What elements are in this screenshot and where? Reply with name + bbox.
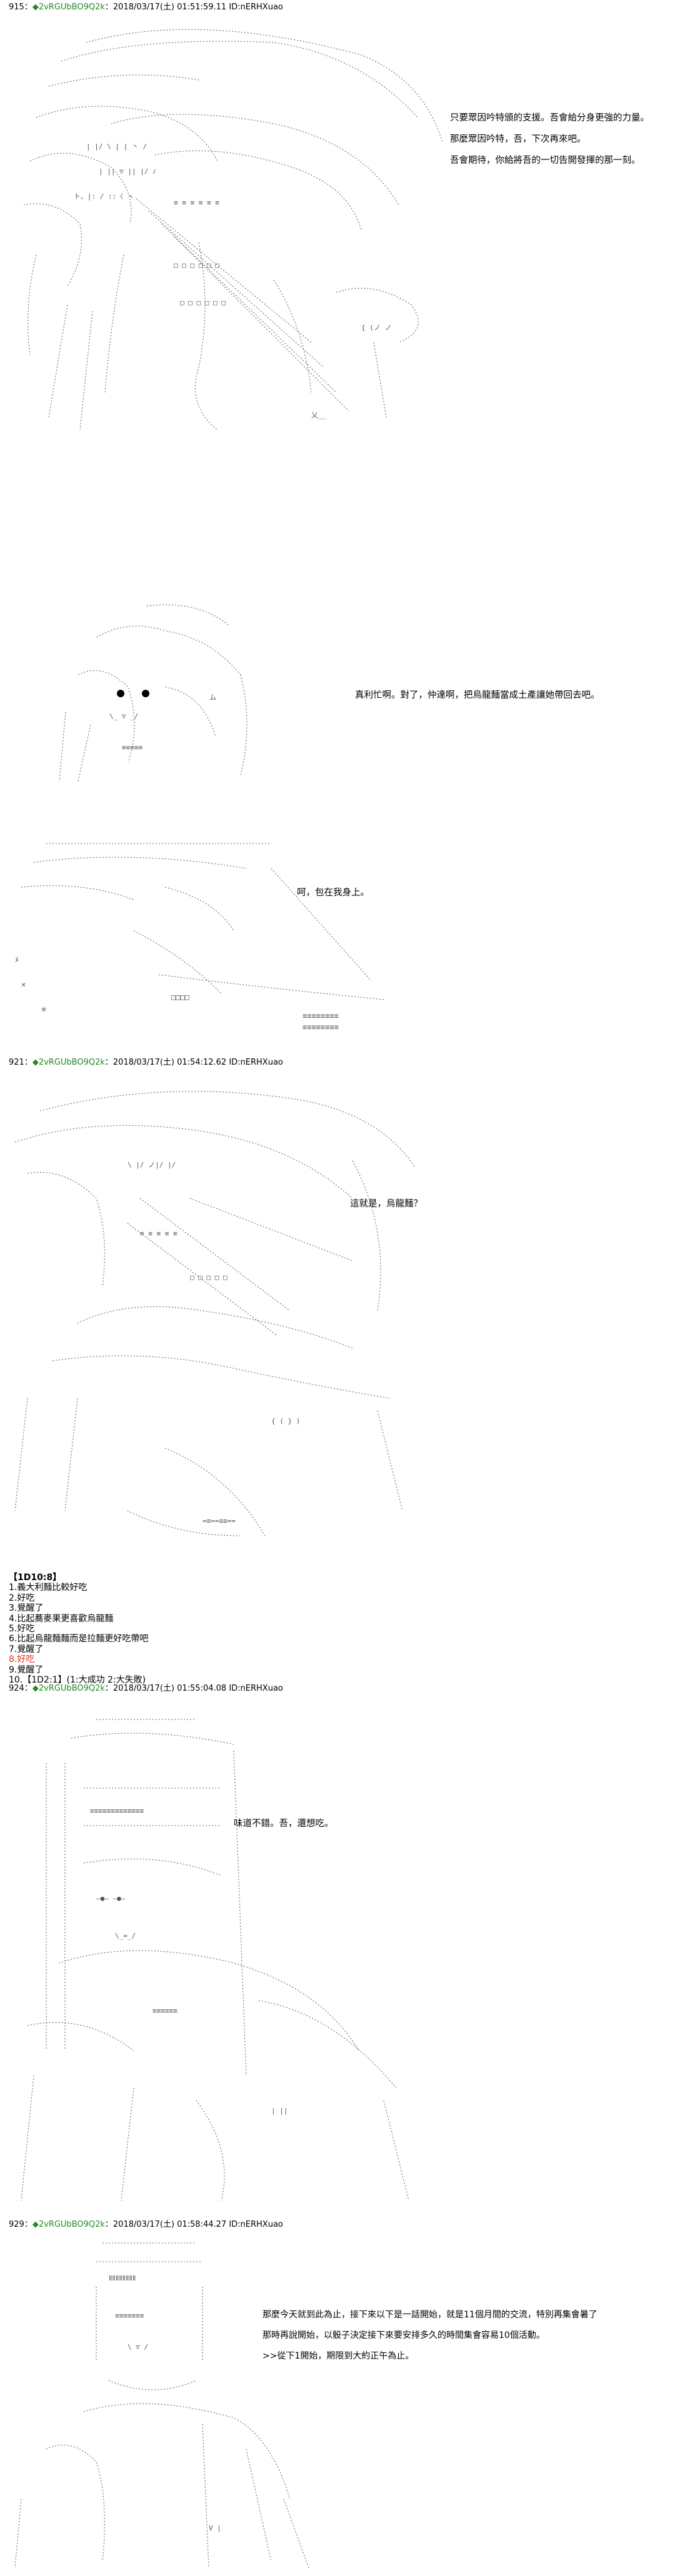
poster-id[interactable]: ID:nERHXuao xyxy=(229,1058,283,1067)
post-header: 915：◆2vRGUbBO9Q2k：2018/03/17(土) 01:51:59… xyxy=(9,2,283,13)
dialogue-line: 這就是，烏龍麵？ xyxy=(350,1199,422,1209)
poll-item: 9.覺醒了 xyxy=(9,1664,44,1675)
post-number: 921： xyxy=(9,1058,32,1067)
poll-item: 5.好吃 xyxy=(9,1624,35,1634)
poster-id[interactable]: ID:nERHXuao xyxy=(229,1684,283,1693)
svg-text:V |: V | xyxy=(209,2524,221,2532)
dice-poll: 【1D10:8】 1.義大利麵比較好吃 2.好吃 3.覺醒了 4.比起蕎麥果更喜… xyxy=(9,1573,148,1685)
post-datetime: 2018/03/17(土) 01:55:04.08 xyxy=(112,1684,227,1693)
dialogue-block: 真利忙啊。對了，仲達啊，把烏龍麵當成土產讓她帶回去吧。 xyxy=(355,685,600,706)
ascii-art-figure-6: ⅡⅡⅡⅡⅡⅡⅡⅡ ≡≡≡≡≡≡≡ \ ▽ / V | xyxy=(9,2237,346,2574)
svg-text:\ ▽ /: \ ▽ / xyxy=(128,2343,148,2351)
svg-text:＊: ＊ xyxy=(40,1005,48,1014)
svg-text:{ (ノ ノ: { (ノ ノ xyxy=(361,324,392,332)
post-number: 929： xyxy=(9,2220,32,2229)
ascii-art-figure-3: ﾒ × ＊ □□□□ ≡≡≡≡≡≡≡≡ ≡≡≡≡≡≡≡≡ xyxy=(9,831,384,1037)
svg-text:=≡==≡≡==: =≡==≡≡== xyxy=(202,1517,236,1525)
poll-item: 4.比起蕎麥果更喜歡烏龍麵 xyxy=(9,1613,114,1624)
svg-text:□ □ □ □ □: □ □ □ □ □ xyxy=(190,1273,228,1281)
eye-dot xyxy=(142,690,149,697)
ascii-art-figure-2: \_ ▽ _/ ≡≡≡≡≡ ム xyxy=(53,600,266,787)
ascii-art-figure-1: | |/ \ | | 丶 / | || ▽ || |/ ﾉ ト、|: / ::〈… xyxy=(11,17,449,436)
poster-name[interactable]: ◆2vRGUbBO9Q2k xyxy=(32,1058,105,1067)
post-header: 924：◆2vRGUbBO9Q2k：2018/03/17(土) 01:55:04… xyxy=(9,1683,283,1694)
svg-text:\_ ▽ _/: \_ ▽ _/ xyxy=(109,712,138,720)
svg-text:ⅡⅡⅡⅡⅡⅡⅡⅡ: ⅡⅡⅡⅡⅡⅡⅡⅡ xyxy=(109,2274,136,2282)
post-number: 924： xyxy=(9,1684,32,1693)
post-datetime: 2018/03/17(土) 01:58:44.27 xyxy=(112,2220,227,2229)
dialogue-line: >>從下1開始，期限到大約正午為止。 xyxy=(262,2351,414,2361)
svg-text:| ||: | || xyxy=(271,2107,288,2115)
svg-text:\ |/ ノ|/ |/: \ |/ ノ|/ |/ xyxy=(128,1161,176,1169)
dialogue-block: 呵，包在我身上。 xyxy=(297,882,369,903)
poster-name[interactable]: ◆2vRGUbBO9Q2k xyxy=(32,1684,105,1693)
dialogue-block: 味道不錯。吾，還想吃。 xyxy=(234,1813,334,1834)
poll-item: 6.比起烏龍麵麵而是拉麵更好吃帶吧 xyxy=(9,1634,149,1644)
poll-title: 【1D10:8】 xyxy=(9,1573,62,1583)
ascii-art-figure-5: ≡≡≡≡≡≡≡≡≡≡≡≡≡ ―●― ―●― \_=_/ ≡≡≡≡≡≡ | || xyxy=(9,1701,434,2213)
eye-dot xyxy=(117,690,124,697)
svg-text:≡ ≡ ≡ ≡ ≡: ≡ ≡ ≡ ≡ ≡ xyxy=(140,1230,178,1238)
svg-text:≡≡≡≡≡≡≡≡≡≡≡≡≡: ≡≡≡≡≡≡≡≡≡≡≡≡≡ xyxy=(90,1807,144,1815)
svg-text:□ □ □ □ □ □: □ □ □ □ □ □ xyxy=(180,299,226,307)
svg-text:| || ▽ || |/ ﾉ: | || ▽ || |/ ﾉ xyxy=(99,167,156,176)
poster-id[interactable]: ID:nERHXuao xyxy=(229,2220,283,2229)
header-separator: ： xyxy=(104,1684,113,1693)
header-separator: ： xyxy=(104,2,113,12)
poll-item: 1.義大利麵比較好吃 xyxy=(9,1583,88,1593)
poster-id[interactable]: ID:nERHXuao xyxy=(229,2,283,12)
dialogue-block: 那麼今天就到此為止，接下來以下是一話開始，就是11個月間的交流，特別再集會暑了 … xyxy=(262,2305,598,2367)
poll-item-selected: 8.好吃 xyxy=(9,1654,35,1665)
post-datetime: 2018/03/17(土) 01:51:59.11 xyxy=(112,2,227,12)
poll-item: 10.【1D2:1】(1:大成功 2:大失敗) xyxy=(9,1675,146,1686)
svg-text:乂__: 乂__ xyxy=(311,411,327,419)
post-header: 929：◆2vRGUbBO9Q2k：2018/03/17(土) 01:58:44… xyxy=(9,2219,283,2230)
dialogue-block: 這就是，烏龍麵？ xyxy=(350,1193,422,1215)
svg-text:ﾒ: ﾒ xyxy=(15,955,19,964)
header-separator: ： xyxy=(104,1058,113,1067)
post-number: 915： xyxy=(9,2,32,12)
svg-text:| |/ \ | | 丶 /: | |/ \ | | 丶 / xyxy=(86,142,147,151)
svg-text:{ ( } ): { ( } ) xyxy=(271,1417,300,1425)
svg-text:≡≡≡≡≡≡≡: ≡≡≡≡≡≡≡ xyxy=(115,2312,144,2320)
dialogue-block: 只要眾因吟特頒的支援。吾會給分身更強的力量。 那麼眾因吟特，吾，下次再來吧。 吾… xyxy=(450,107,649,171)
svg-text:□□□□: □□□□ xyxy=(171,993,189,1002)
poll-item: 7.覺醒了 xyxy=(9,1644,44,1654)
dialogue-line: 那麼眾因吟特，吾，下次再來吧。 xyxy=(450,134,586,144)
svg-text:≡≡≡≡≡≡: ≡≡≡≡≡≡ xyxy=(152,2007,178,2015)
svg-text:□ □ □ □ □ □: □ □ □ □ □ □ xyxy=(174,261,219,269)
poll-item: 3.覺醒了 xyxy=(9,1603,44,1614)
dialogue-line: 呵，包在我身上。 xyxy=(297,888,369,898)
svg-text:\_=_/: \_=_/ xyxy=(115,1932,136,1940)
dialogue-line: 那時再說開始，以骰子決定接下來要安排多久的時間集會容易10個活動。 xyxy=(262,2330,545,2340)
post-datetime: 2018/03/17(土) 01:54:12.62 xyxy=(112,1058,227,1067)
svg-text:×: × xyxy=(21,980,26,989)
header-separator: ： xyxy=(104,2220,113,2229)
svg-text:ム: ム xyxy=(209,694,216,702)
svg-text:≡ ≡ ≡ ≡ ≡ ≡: ≡ ≡ ≡ ≡ ≡ ≡ xyxy=(174,199,219,207)
svg-text:≡≡≡≡≡≡≡≡: ≡≡≡≡≡≡≡≡ xyxy=(302,1023,339,1032)
dialogue-line: 吾會期待，你給將吾的一切告開發揮的那一刻。 xyxy=(450,156,641,166)
ascii-art-figure-4: \ |/ ノ|/ |/ ≡ ≡ ≡ ≡ ≡ □ □ □ □ □ { ( } ) … xyxy=(2,1073,428,1548)
post-header: 921：◆2vRGUbBO9Q2k：2018/03/17(土) 01:54:12… xyxy=(9,1057,283,1068)
svg-text:―●― ―●―: ―●― ―●― xyxy=(96,1894,126,1902)
svg-text:≡≡≡≡≡: ≡≡≡≡≡ xyxy=(122,743,142,752)
dialogue-line: 真利忙啊。對了，仲達啊，把烏龍麵當成土產讓她帶回去吧。 xyxy=(355,690,600,700)
dialogue-line: 只要眾因吟特頒的支援。吾會給分身更強的力量。 xyxy=(450,113,649,123)
poster-name[interactable]: ◆2vRGUbBO9Q2k xyxy=(32,2,105,12)
dialogue-line: 那麼今天就到此為止，接下來以下是一話開始，就是11個月間的交流，特別再集會暑了 xyxy=(262,2310,598,2320)
svg-text:ト、|: / ::〈 ヽ: ト、|: / ::〈 ヽ xyxy=(74,192,134,201)
poster-name[interactable]: ◆2vRGUbBO9Q2k xyxy=(32,2220,105,2229)
dialogue-line: 味道不錯。吾，還想吃。 xyxy=(234,1819,334,1829)
svg-text:≡≡≡≡≡≡≡≡: ≡≡≡≡≡≡≡≡ xyxy=(302,1012,339,1020)
poll-item: 2.好吃 xyxy=(9,1593,35,1603)
